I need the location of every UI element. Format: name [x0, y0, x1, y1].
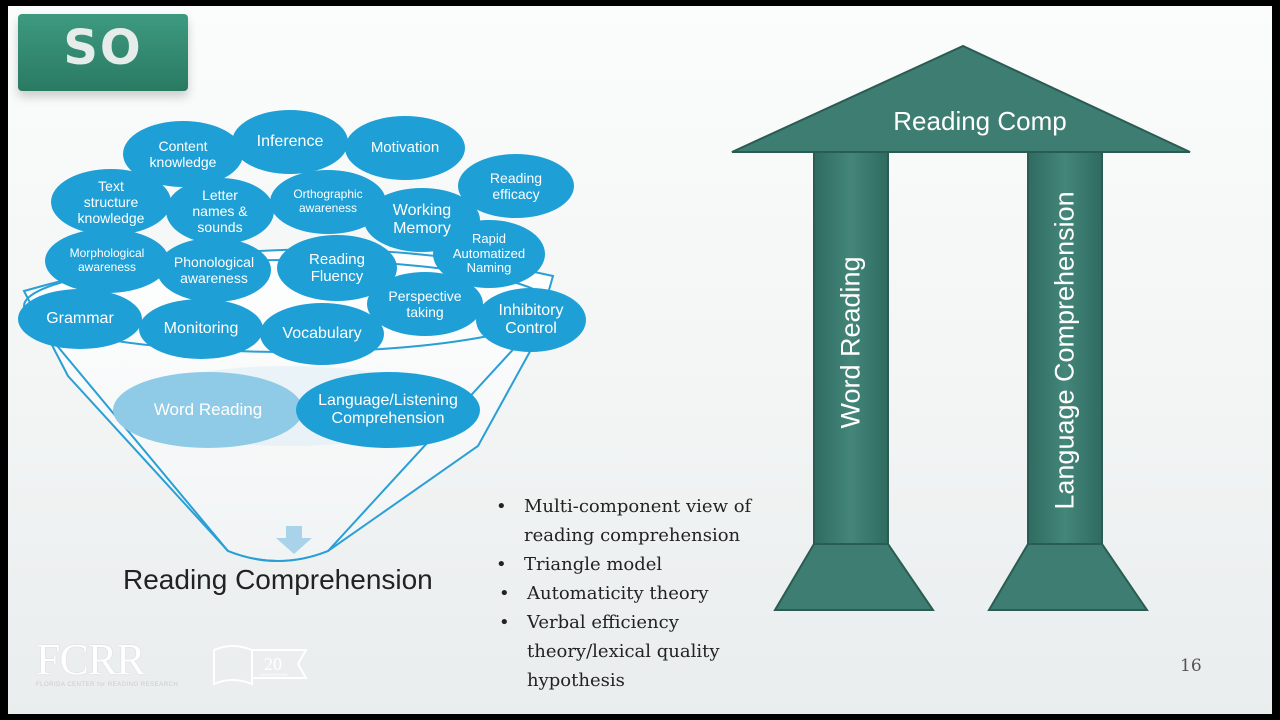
bullet-item: Triangle model	[496, 550, 764, 579]
bubble-label-phonological-awareness: Phonological awareness	[173, 253, 255, 286]
diagram-canvas	[18, 44, 1191, 611]
bubble-orthographic-awareness	[270, 170, 386, 234]
bubble-motivation	[345, 116, 465, 180]
bubble-grammar	[18, 289, 142, 349]
bullet-item: Verbal efficiency theory/lexical quality…	[499, 608, 737, 695]
bubble-label-working-memory: Working Memory	[392, 201, 452, 237]
bubble-label-letter-names-sounds: Letter names & sounds	[192, 186, 248, 236]
bubble-label-monitoring: Monitoring	[163, 319, 239, 337]
bubble-label-vocabulary: Vocabulary	[282, 324, 362, 342]
bubble-label-morphological-awareness: Morphological awareness	[69, 246, 145, 274]
bubble-vocabulary	[260, 303, 384, 365]
anniversary-tagline: Connected Through Reading	[218, 690, 287, 696]
bubble-phonological-awareness	[157, 238, 271, 302]
bubble-content-knowledge	[123, 121, 243, 187]
bubble-reading-fluency	[277, 235, 397, 301]
bubble-word-reading	[113, 372, 303, 448]
fcrr-logo: FCRR	[36, 635, 146, 684]
bubble-label-text-structure-knowledge: Text structure knowledge	[77, 177, 145, 227]
bubble-label-grammar: Grammar	[46, 309, 114, 327]
funnel-output-label: Reading Comprehension	[123, 564, 433, 595]
bubble-label-inference: Inference	[256, 132, 324, 150]
bubble-monitoring	[139, 299, 263, 359]
bubble-label-orthographic-awareness: Orthographic awareness	[293, 187, 363, 215]
bubble-perspective-taking	[367, 272, 483, 336]
bubble-rapid-automatized-naming	[433, 220, 545, 288]
anniversary-word: ANNIVERSARY	[260, 672, 289, 677]
temple-right-pillar-label: Language Comprehension	[1049, 190, 1080, 510]
bubble-label-content-knowledge: Content knowledge	[149, 137, 217, 170]
bubble-reading-efficacy	[458, 154, 574, 218]
bubble-group	[18, 110, 586, 448]
bullet-item: Multi-component view of reading comprehe…	[496, 492, 764, 550]
anniversary-logo: 20 ANNIVERSARY Connected Through Reading	[213, 645, 308, 696]
bubble-text-structure-knowledge	[51, 169, 171, 235]
section-badge-label: SO	[63, 20, 143, 76]
bubble-inhibitory-control	[476, 288, 586, 352]
bubble-letter-names-sounds	[166, 178, 274, 244]
page-number: 16	[1180, 656, 1202, 676]
temple-roof-label: Reading Comp	[893, 106, 1067, 136]
section-badge: SO	[18, 14, 188, 91]
temple	[731, 44, 1191, 611]
bullet-list: Multi-component view of reading comprehe…	[496, 492, 764, 695]
down-arrow-icon	[276, 526, 312, 554]
bubble-label-reading-fluency: Reading Fluency	[309, 250, 365, 285]
bubble-inference	[232, 110, 348, 174]
bubble-label-reading-efficacy: Reading efficacy	[489, 169, 543, 202]
temple-left-pillar-label: Word Reading	[835, 255, 866, 429]
bubble-language-listening-comprehension	[296, 372, 480, 448]
bubble-label-rapid-automatized-naming: Rapid Automatized Naming	[452, 230, 526, 276]
bubble-morphological-awareness	[45, 229, 169, 293]
bubble-label-language-listening-comprehension: Language/Listening Comprehension	[318, 391, 458, 427]
bubble-label-inhibitory-control: Inhibitory Control	[498, 301, 564, 337]
fcrr-logo-subtitle: FLORIDA CENTER for READING RESEARCH	[36, 682, 179, 688]
bubble-label-word-reading: Word Reading	[153, 400, 263, 420]
bubble-label-perspective-taking: Perspective taking	[388, 287, 462, 320]
slide: SO	[8, 6, 1272, 714]
bullet-item: Automaticity theory	[499, 579, 764, 608]
anniversary-number: 20	[264, 654, 282, 674]
bubble-label-motivation: Motivation	[370, 139, 440, 157]
